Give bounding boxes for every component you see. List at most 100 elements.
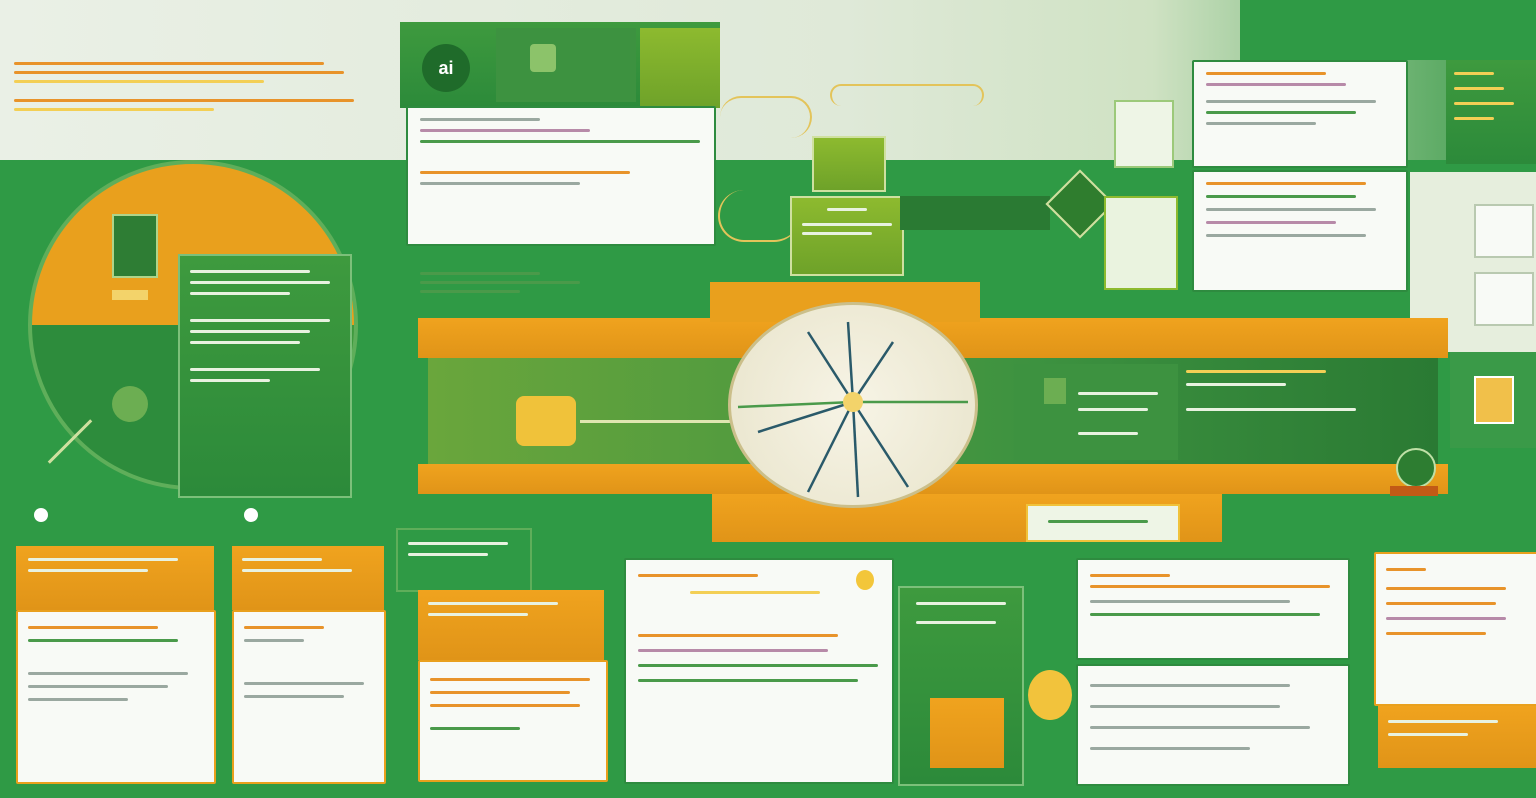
text-line	[638, 664, 878, 667]
text-line	[690, 591, 820, 594]
mini-card	[1474, 204, 1534, 258]
right-green-strip	[1446, 60, 1536, 164]
gear-icon	[112, 386, 148, 422]
text-line	[420, 140, 700, 143]
text-line	[1386, 617, 1506, 620]
text-line	[28, 672, 188, 675]
text-line	[1388, 733, 1468, 736]
hub-spokes	[737, 321, 968, 498]
text-line	[244, 695, 344, 698]
text-line	[638, 649, 828, 652]
text-line	[420, 290, 520, 293]
caption-text	[420, 272, 580, 293]
text-line	[408, 553, 488, 556]
header-text-block	[14, 62, 354, 111]
text-line	[1078, 392, 1158, 395]
connector-line	[720, 96, 812, 138]
text-line	[1206, 111, 1356, 114]
text-line	[1090, 747, 1250, 750]
small-note-card	[1114, 100, 1174, 168]
left-circle-text-panel	[178, 254, 352, 498]
bottom-card-3-header	[418, 590, 604, 660]
text-line	[244, 639, 304, 642]
text-line	[916, 621, 996, 624]
text-line	[1386, 587, 1506, 590]
leaf-tile	[496, 28, 636, 102]
text-line	[1090, 600, 1290, 603]
text-line	[28, 558, 178, 561]
text-line	[28, 698, 128, 701]
text-line	[1090, 726, 1310, 729]
bottom-card-7-footer	[1378, 706, 1536, 768]
text-line	[14, 80, 264, 83]
text-line	[244, 626, 324, 629]
text-line	[1078, 432, 1138, 435]
text-line	[638, 634, 838, 637]
bottom-card-6-top	[1076, 558, 1350, 660]
bulb-icon	[1028, 670, 1072, 720]
text-line	[827, 208, 867, 211]
chat-icon	[1474, 376, 1514, 424]
text-line	[802, 232, 872, 235]
process-node-main	[790, 196, 904, 276]
text-line	[1206, 234, 1366, 237]
bottom-card-2-body	[232, 610, 386, 784]
bottom-card-1-header	[16, 546, 214, 610]
text-line	[14, 108, 214, 111]
text-line	[430, 704, 580, 707]
text-line	[190, 368, 320, 371]
ai-badge: ai	[422, 44, 470, 92]
text-line	[1454, 117, 1494, 120]
text-line	[1186, 383, 1286, 386]
nested-orange-box	[930, 698, 1004, 768]
bottom-card-3-body	[418, 660, 608, 782]
text-line	[1206, 221, 1336, 224]
text-line	[1454, 87, 1504, 90]
text-line	[28, 639, 178, 642]
text-line	[1206, 100, 1376, 103]
connector-line	[830, 84, 984, 106]
text-line	[420, 118, 540, 121]
central-item-panel	[1014, 364, 1178, 460]
text-line	[1206, 72, 1326, 75]
connector-line	[718, 190, 800, 242]
text-line	[420, 182, 580, 185]
text-line	[430, 691, 570, 694]
text-line	[1388, 720, 1498, 723]
leaf-icon	[530, 44, 556, 72]
right-info-card-2	[1192, 170, 1408, 292]
bulb-icon	[856, 570, 874, 590]
side-note-card	[1104, 196, 1178, 290]
text-line	[1206, 195, 1356, 198]
text-line	[1078, 408, 1148, 411]
process-node	[812, 136, 886, 192]
text-line	[190, 281, 330, 284]
text-line	[1186, 370, 1326, 373]
central-right-text	[1186, 370, 1386, 411]
text-line	[1048, 520, 1148, 523]
text-line	[420, 129, 590, 132]
text-line	[242, 569, 352, 572]
text-line	[430, 678, 590, 681]
text-line	[420, 272, 540, 275]
bottom-card-7	[1374, 552, 1536, 706]
text-line	[1090, 585, 1330, 588]
text-line	[1454, 72, 1494, 75]
server-icon	[112, 214, 158, 278]
document-icon	[1044, 378, 1066, 404]
text-line	[408, 542, 508, 545]
bottom-card-6-bottom	[1076, 664, 1350, 786]
outline-note	[396, 528, 532, 592]
text-line	[1206, 83, 1346, 86]
bottom-card-5	[898, 586, 1024, 786]
right-icon-tile	[1450, 352, 1536, 448]
text-line	[420, 171, 630, 174]
right-info-card-1	[1192, 60, 1408, 168]
cube-icon	[516, 396, 576, 446]
text-line	[430, 727, 520, 730]
text-line	[28, 685, 168, 688]
text-line	[1186, 408, 1356, 411]
text-line	[638, 574, 758, 577]
text-line	[802, 223, 892, 226]
text-line	[1206, 208, 1376, 211]
